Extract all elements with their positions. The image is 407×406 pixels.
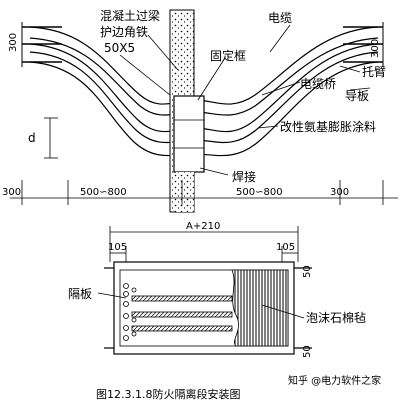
label-cable: 电缆: [268, 11, 292, 25]
plan-leader-lines: [97, 292, 305, 319]
watermark: 知乎 @电力软件之家: [288, 374, 381, 387]
foam-felt-block: [231, 269, 289, 347]
label-beam-line2: 护边角铁: [100, 25, 148, 39]
figure-caption: 图12.3.1.8防火隔离段安装图: [96, 387, 240, 401]
label-dim-d: d: [28, 131, 36, 145]
plan-dimension-top: [109, 226, 299, 262]
plan-side-tabs: [104, 267, 312, 349]
label-dim-side-left: 300: [2, 187, 21, 198]
bolt-circles: [123, 283, 137, 341]
label-fixed-frame: 固定框: [210, 48, 246, 63]
label-dim-top: A+210: [186, 221, 220, 232]
label-dim-300-left: 300: [8, 33, 19, 52]
label-dim-105-left: 105: [108, 242, 127, 253]
label-foam-felt: 泡沫石棉毡: [306, 311, 366, 325]
label-guide-plate: 导板: [345, 89, 369, 103]
label-partition: 隔板: [68, 287, 92, 301]
label-dim-mid-left: 500∽800: [80, 187, 127, 198]
label-coating: 改性氨基膨胀涂料: [280, 119, 376, 134]
label-dim-50-bottom: 50: [302, 345, 313, 358]
wall-hatch-block: [176, 172, 194, 212]
label-dim-300-right: 300: [370, 39, 381, 58]
label-weld: 焊接: [232, 169, 256, 184]
fixed-frame: [173, 95, 205, 173]
left-bracket-group: [21, 22, 62, 67]
label-bracket: 托臂: [362, 65, 386, 79]
label-dim-105-right: 105: [276, 242, 295, 253]
label-angle-size: 50X5: [104, 41, 135, 55]
label-beam-line1: 混凝土过梁: [100, 8, 160, 23]
leader-lines: [119, 24, 371, 176]
label-dim-50-top: 50: [302, 265, 313, 278]
label-dim-mid-right: 500∽800: [236, 187, 283, 198]
dimension-d: [44, 117, 58, 159]
partition-rows: [131, 295, 233, 332]
label-dim-side-right: 300: [330, 187, 349, 198]
top-view-dimension-line: [10, 180, 398, 205]
label-cable-bridge: 电缆桥: [300, 77, 336, 91]
